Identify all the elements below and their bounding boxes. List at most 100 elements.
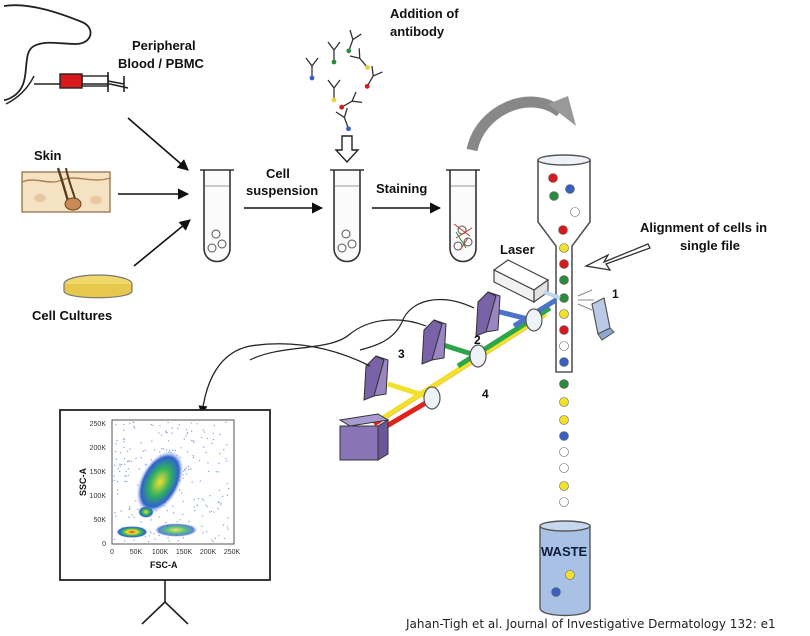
scatter-dot [160,434,163,436]
scatter-dot [150,532,152,534]
addition-label-line2: antibody [390,24,445,39]
scatter-dot [116,439,118,442]
alignment-label-line2: single file [680,238,740,253]
ytick-200k: 200K [90,445,107,452]
scatter-dot [212,432,214,434]
scatter-dot [191,481,193,483]
scatter-dot [185,467,187,469]
scatter-dot [145,463,148,465]
scatter-dot [199,480,202,482]
scatter-dot [130,460,133,463]
scatter-dot [184,468,186,471]
scatter-dot [133,425,135,428]
scatter-dot [120,510,122,512]
scatter-dot [129,448,131,450]
scatter-dot [133,421,135,424]
scatter-dot [220,504,222,506]
scatter-dot [197,498,200,500]
scatter-dot [113,538,116,541]
scatter-dot [123,540,126,542]
waste-label: WASTE [541,544,588,559]
scatter-dot [191,439,193,442]
scatter-dot [174,449,176,452]
laser-beam [543,290,561,300]
signal-wire-2 [249,319,427,361]
scatter-dot [177,427,179,429]
scatter-dot [128,516,130,518]
scatter-dot [193,506,196,508]
scatter-dot [118,470,121,473]
scatter-dot [212,438,215,441]
scatter-dot [206,506,208,508]
scatter-dot [115,515,117,517]
arrow-culture-to-tube [133,219,191,267]
scatter-dot [223,448,225,451]
scatter-dot [165,449,168,451]
filter-block-top [475,291,501,337]
scatter-dot [183,438,185,440]
scatter-dot [209,495,211,497]
scatter-dot [123,457,126,460]
falling-particles [559,379,569,507]
population-small [138,506,154,518]
scatter-dot [226,483,228,485]
scatter-dot [219,453,221,455]
scatter-dot [205,504,207,506]
ytick-150k: 150K [90,469,107,476]
scatter-dot [215,471,218,473]
waste-container [539,520,591,617]
xtick-0: 0 [110,549,114,556]
scatter-dot [167,537,169,539]
population-main [136,450,184,514]
scatter-dot [172,449,174,451]
scatter-dot [117,468,119,470]
scatter-dot [226,526,229,528]
scatter-dot [158,432,160,434]
cell-suspension-label-line1: Cell [266,166,290,181]
scatter-dot [220,502,222,504]
scatter-dot [137,508,139,511]
scatter-dot [177,540,179,542]
scatter-dot [192,455,194,457]
population-low [154,523,198,537]
scatter-dot [217,471,220,473]
scatter-dot [190,468,192,470]
scatter-dot [128,460,130,462]
scatter-dot [135,457,137,460]
scatter-dot [202,429,204,431]
scatter-dot [126,450,129,452]
scatter-dot [182,500,184,502]
scatter-dot [172,505,174,507]
scatter-dot [125,470,127,473]
scatter-dot [227,517,229,519]
scatter-dot [217,501,219,503]
cell-suspension-label-line2: suspension [246,183,318,198]
scatter-dot [222,524,225,526]
scatter-dot [131,514,133,516]
scatter-dot [186,451,189,453]
scatter-dot [123,440,125,443]
alignment-arrow [583,243,651,271]
scatter-dot [123,446,125,448]
scatter-dot [140,456,142,459]
scatter-dot [150,423,152,426]
scatter-dot [218,535,220,537]
scatter-dot [226,460,228,462]
scatter-dot [133,516,135,519]
scatter-dot [128,506,131,508]
scatter-dot [179,519,181,521]
scatter-dot [114,450,117,453]
scatter-dot [119,463,121,465]
scatter-dot [202,532,204,534]
scatter-dot [123,463,126,465]
scatter-dot [159,425,161,427]
scatter-dot [226,494,229,496]
filter-block-middle [421,319,447,365]
scatter-dot [158,534,160,537]
xtick-50k: 50K [130,549,143,556]
scatter-dot [116,489,119,491]
scatter-dot [227,528,229,530]
scatter-dot [214,537,216,539]
